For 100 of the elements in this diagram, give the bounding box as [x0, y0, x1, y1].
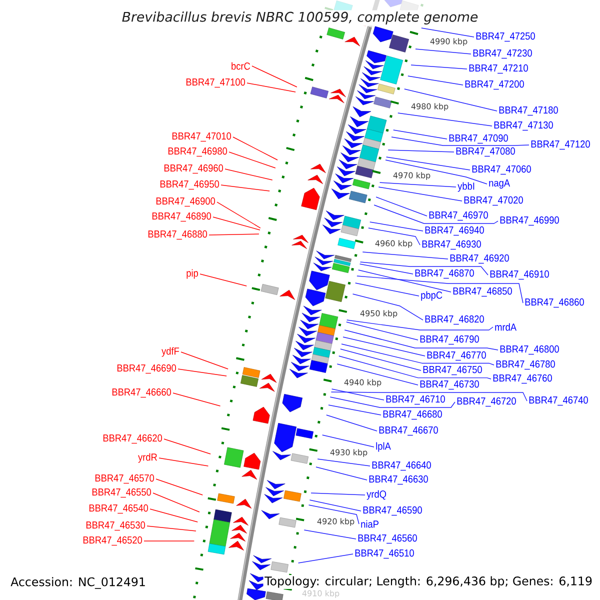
gene-label: BBR47_46740: [529, 396, 588, 406]
gene-label: BBR47_46880: [148, 230, 208, 240]
gene-label: BBR47_46560: [358, 534, 417, 544]
leader-line: [379, 182, 456, 188]
gene-label: pbpC: [421, 291, 442, 301]
leader-line: [146, 526, 196, 532]
gene-label: BBR47_46780: [496, 360, 555, 370]
leader-line: [386, 156, 470, 170]
gene-label: BBR47_46590: [363, 506, 422, 516]
gene-label: BBR47_47080: [456, 147, 515, 157]
gene-label: BBR47_46540: [89, 504, 148, 514]
gene-label: pip: [186, 269, 198, 279]
gene-label: BBR47_47200: [465, 80, 524, 90]
leader-line: [398, 112, 492, 126]
gene-label: BBR47_46820: [425, 315, 484, 325]
gene-label: BBR47_46800: [500, 345, 559, 355]
gene-label: BBR47_46920: [450, 254, 509, 264]
gene-label: BBR47_46890: [152, 212, 212, 222]
gene-label: BBR47_46690: [117, 364, 176, 374]
leader-line: [224, 168, 273, 180]
gene-label: BBR47_47250: [476, 32, 535, 42]
gene-label: BBR47_46970: [429, 211, 488, 221]
leader-line: [232, 136, 278, 160]
leader-line: [308, 504, 360, 524]
leader-line: [180, 352, 228, 370]
leader-line: [164, 438, 211, 454]
leader-line: [304, 530, 356, 540]
gene-label: BBR47_46630: [369, 475, 428, 485]
gene-label: BBR47_46710: [386, 395, 445, 405]
gene-label: BBR47_46940: [425, 226, 484, 236]
gene-label: BBR47_46510: [355, 549, 414, 559]
gene-label: BBR47_47010: [172, 132, 232, 142]
tick-label: 4930 kbp: [329, 448, 368, 458]
leader-line: [391, 136, 530, 146]
gene-label: BBR47_46680: [383, 410, 442, 420]
gene-label: BBR47_47120: [531, 140, 590, 150]
leader-line: [356, 276, 524, 304]
tick-label: 4970 kbp: [392, 171, 432, 181]
leader-line: [376, 196, 428, 216]
gene-label: BBR47_46750: [423, 366, 482, 376]
gene-label: BBR47_46720: [457, 397, 516, 407]
leader-line: [156, 478, 203, 496]
gene-label: BBR47_46990: [500, 216, 559, 226]
leader-line: [220, 184, 270, 192]
footer-text: Topology: circular; Length: 6,296,436 bp; Genes: 6,119: [263, 574, 594, 590]
leader-line: [178, 368, 227, 376]
tick-label: 4990 kbp: [429, 37, 468, 47]
gene-label: BBR47_46670: [379, 426, 438, 436]
leader-line: [208, 234, 260, 236]
leader-line: [328, 404, 382, 416]
gene-label: BBR47_46760: [493, 374, 552, 384]
leader-line: [338, 356, 492, 380]
gene-label: BBR47_47180: [499, 106, 558, 116]
leader-line: [421, 28, 474, 38]
leader-line: [317, 458, 370, 466]
gene-label: BBR47_46620: [103, 434, 162, 444]
tick-label: 4960 kbp: [374, 239, 414, 249]
gene-label: mrdA: [495, 323, 517, 331]
leader-line: [404, 88, 498, 112]
leader-line: [346, 322, 418, 340]
gene-label: BBR47_46960: [164, 164, 224, 174]
leader-line: [331, 388, 384, 400]
leader-line: [358, 270, 452, 292]
leader-line: [362, 252, 448, 260]
leader-line: [322, 434, 374, 448]
gene-label: BBR47_46570: [95, 474, 154, 484]
gene-label: BBR47_46530: [86, 521, 146, 531]
leader-line: [336, 364, 418, 386]
leader-line: [152, 492, 200, 512]
leader-line: [410, 64, 468, 70]
leader-line: [378, 186, 462, 202]
gene-label: BBR47_46520: [83, 536, 142, 546]
leader-line: [352, 294, 424, 320]
leader-line: [246, 82, 296, 92]
gene-label: BBR47_47100: [186, 78, 246, 88]
footer-text: Accession: NC_012491: [9, 576, 148, 590]
gene-label: BBR47_46980: [168, 147, 228, 157]
gene-label: lplA: [376, 442, 391, 452]
leader-line: [340, 348, 422, 371]
leader-line: [158, 458, 209, 466]
leader-line: [392, 130, 448, 140]
gene-label: nagA: [489, 179, 510, 189]
leader-line: [360, 262, 488, 276]
gene-label: BBR47_46550: [92, 488, 152, 498]
leader-line: [415, 48, 472, 54]
leader-line: [346, 320, 494, 330]
tick-label: 4980 kbp: [410, 102, 450, 112]
leader-line: [216, 202, 261, 228]
leader-line: [354, 282, 420, 296]
gene-label: bcrC: [232, 62, 250, 70]
gene-label: BBR47_47090: [449, 134, 508, 144]
leader-line: [144, 540, 195, 542]
leader-line: [172, 392, 221, 406]
gene-label: BBR47_46860: [525, 298, 584, 308]
tick-label: 4910 kbp: [302, 590, 340, 598]
gene-label: BBR47_46850: [453, 287, 512, 297]
gene-label: niaP: [361, 520, 378, 528]
leader-line: [368, 228, 420, 246]
gene-label: BBR47_47210: [469, 64, 528, 74]
leader-line: [388, 150, 454, 152]
